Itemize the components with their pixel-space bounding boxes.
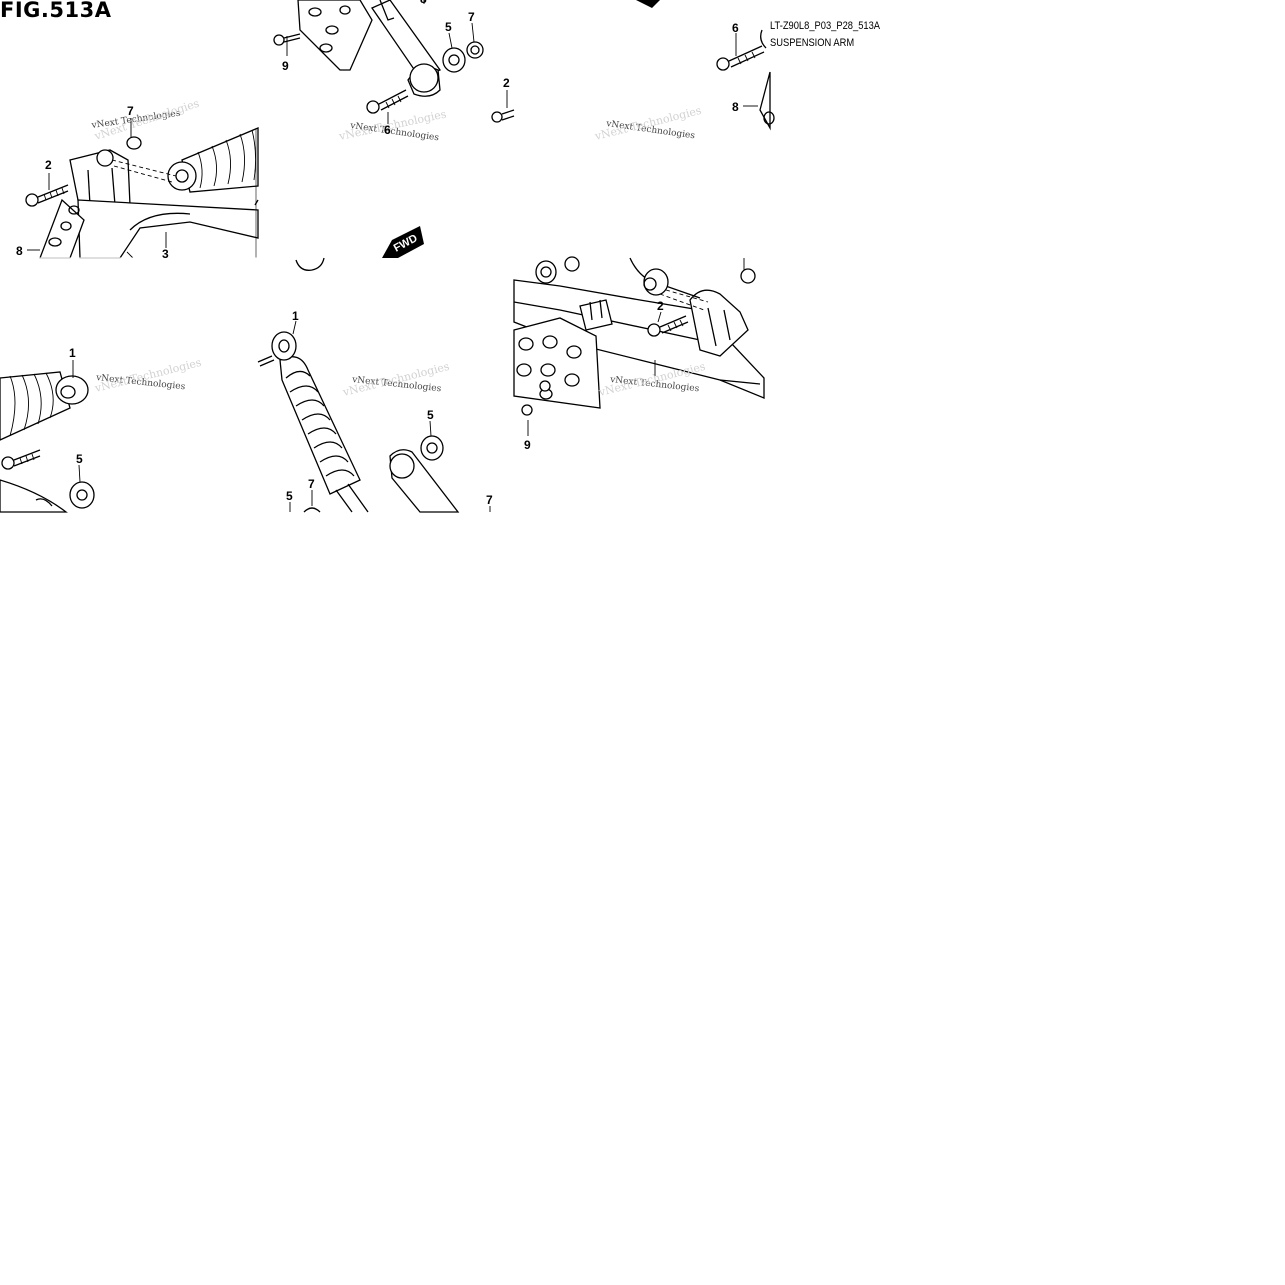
bolt-6-top-middle bbox=[366, 89, 409, 114]
bushing-top-middle bbox=[442, 47, 466, 73]
guard-plate-middle-right bbox=[513, 317, 601, 409]
bushing-middle-center bbox=[420, 435, 444, 461]
callout-label: 8 bbox=[732, 100, 739, 114]
callout-label: 6 bbox=[732, 21, 739, 35]
callout-labels: 8 5 7 9 6 2 6 8 7 2 8 3 1 5 1 5 5 7 7 2 … bbox=[16, 0, 739, 507]
partial-plate-top-right bbox=[759, 71, 771, 131]
partial-bushing-bottom bbox=[295, 257, 325, 271]
shock-boot-top-left bbox=[181, 127, 259, 193]
figure-title: FIG.513A bbox=[0, 0, 112, 22]
callout-label: 5 bbox=[427, 408, 434, 422]
callout-label: 8 bbox=[420, 0, 427, 6]
partial-bolt-middle-center bbox=[257, 355, 275, 367]
bolt-6-top-right bbox=[716, 45, 765, 71]
panel-top-right bbox=[716, 29, 775, 131]
callout-label: 5 bbox=[286, 489, 293, 503]
callout-label: 3 bbox=[162, 247, 169, 261]
callout-label: 1 bbox=[292, 309, 299, 323]
callout-label: 2 bbox=[657, 299, 664, 313]
nut-top-middle bbox=[466, 41, 484, 59]
bolt-9-top-middle bbox=[273, 33, 301, 46]
arm-middle-left bbox=[0, 479, 68, 513]
callout-label: 2 bbox=[503, 76, 510, 90]
nut-top-left bbox=[126, 136, 142, 150]
shock-eye-middle-center bbox=[271, 331, 297, 361]
panel-middle-left bbox=[0, 360, 95, 513]
shock-bellows-middle-left bbox=[0, 371, 71, 441]
bolt-middle-left bbox=[1, 449, 41, 470]
callout-label: 9 bbox=[524, 438, 531, 452]
callout-label: 5 bbox=[445, 20, 452, 34]
shock-eye-middle-left bbox=[55, 375, 89, 405]
partial-nut-middle-center bbox=[303, 507, 321, 513]
panel-middle-right bbox=[513, 256, 765, 436]
guard-plate-top-middle bbox=[297, 0, 373, 71]
callout-label: 1 bbox=[69, 346, 76, 360]
fwd-arrow: FWD bbox=[382, 226, 424, 258]
arm-middle-center bbox=[389, 449, 460, 513]
reference-code: LT-Z90L8_P03_P28_513A bbox=[770, 20, 881, 32]
bolt-9-middle-right bbox=[521, 380, 551, 416]
callout-label: 6 bbox=[384, 123, 391, 137]
partial-arc-top-right bbox=[760, 29, 767, 49]
nut-a-middle-right bbox=[564, 256, 580, 272]
bushing-top-left bbox=[167, 161, 197, 191]
callout-label: 7 bbox=[127, 104, 134, 118]
bushing-middle-left bbox=[69, 481, 95, 509]
bushing-b-middle-right bbox=[643, 268, 669, 296]
fwd-arrow-partial bbox=[636, 0, 660, 8]
callout-label: 7 bbox=[468, 10, 475, 24]
callout-label: 7 bbox=[308, 477, 315, 491]
callout-label: 7 bbox=[486, 493, 493, 507]
callout-label: 5 bbox=[76, 452, 83, 466]
panel-top-middle: FWD bbox=[273, 0, 660, 271]
callout-label: 8 bbox=[16, 244, 23, 258]
callout-label: 9 bbox=[282, 59, 289, 73]
clip-middle-right bbox=[579, 299, 613, 331]
callout-label: 2 bbox=[45, 158, 52, 172]
guard-plate-top-left bbox=[39, 198, 85, 259]
nut-b-middle-right bbox=[740, 268, 756, 284]
bolt-2-top-middle bbox=[491, 109, 515, 123]
bolt-top-left bbox=[25, 184, 69, 207]
arm-top-middle bbox=[371, 0, 442, 97]
panel-middle-center bbox=[257, 320, 491, 513]
panel-top-left bbox=[0, 118, 259, 259]
diagram-subtitle: SUSPENSION ARM bbox=[770, 37, 855, 49]
bolt-2-middle-right bbox=[647, 315, 689, 337]
bushing-a-middle-right bbox=[535, 260, 557, 284]
